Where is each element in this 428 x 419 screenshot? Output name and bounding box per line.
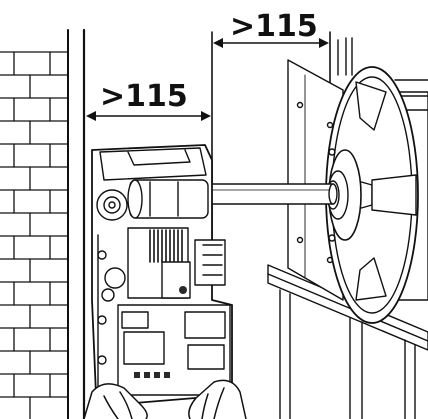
- dimension-left-arrow-end: [201, 111, 211, 121]
- shutter-spool: [325, 66, 428, 324]
- dimension-left-arrow-start: [86, 111, 96, 121]
- transformer-fins: [149, 229, 183, 263]
- dimension-right-arrow-start: [213, 38, 223, 48]
- dimension-right-arrow-end: [319, 38, 329, 48]
- axle-shaft: [204, 183, 338, 205]
- terminal-block: [134, 372, 170, 378]
- dimension-left-label: >115: [100, 79, 188, 114]
- dimension-left: >115: [86, 31, 213, 281]
- brick-wall: [0, 28, 86, 419]
- installer-hands: [83, 379, 247, 419]
- control-unit: [91, 144, 233, 406]
- dimension-right-label: >115: [230, 9, 318, 44]
